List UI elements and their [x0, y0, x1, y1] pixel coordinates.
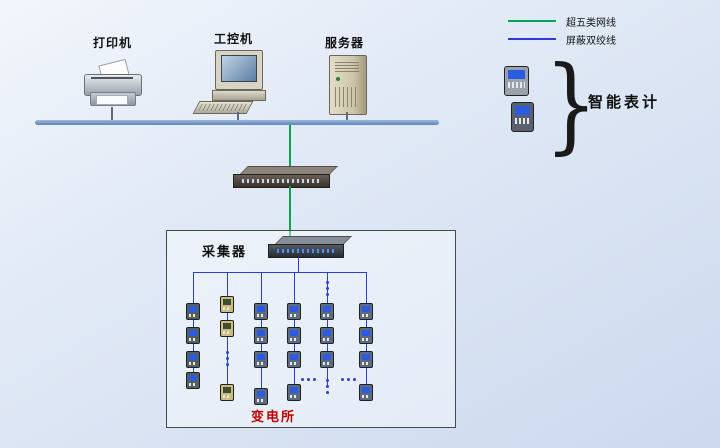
stp-label: 屏蔽双绞线 [566, 35, 616, 47]
ellipsis-dots [226, 351, 229, 354]
pc-case-icon [212, 90, 266, 101]
monitor-icon [215, 50, 263, 90]
meter-icon [254, 303, 268, 320]
printer-drop-line [111, 107, 113, 121]
meter-icon [287, 327, 301, 344]
meter-icon [186, 351, 200, 368]
ellipsis-dots [301, 378, 304, 381]
pc-drop-line [237, 112, 239, 121]
substation-label: 变电所 [251, 410, 297, 425]
industrial-pc-label: 工控机 [214, 32, 254, 46]
smart-meters-label: 智能表计 [588, 93, 661, 111]
legend: 超五类网线 屏蔽双绞线 [508, 12, 616, 48]
meter-icon [359, 384, 373, 401]
legend-row-stp: 屏蔽双绞线 [508, 30, 616, 48]
cat5e-label: 超五类网线 [566, 17, 616, 29]
smart-meter-icon-1 [504, 66, 529, 96]
meter-icon [320, 303, 334, 320]
meter-icon [359, 327, 373, 344]
ellipsis-dots [341, 378, 344, 381]
stp-line-sample [508, 38, 556, 40]
stp-feeder-line [298, 257, 299, 272]
meter-icon [186, 327, 200, 344]
cat5e-wire-lower [289, 186, 291, 237]
smart-meter-icon-2 [511, 102, 534, 132]
meter-icon [254, 351, 268, 368]
meter-icon [320, 351, 334, 368]
printer-icon [84, 58, 142, 110]
meter-icon [220, 296, 234, 313]
server-label: 服务器 [325, 36, 365, 50]
meter-icon [186, 303, 200, 320]
meter-icon [287, 384, 301, 401]
switch-icon [233, 166, 338, 188]
server-icon [329, 55, 367, 115]
server-drop-line [346, 112, 348, 121]
ellipsis-dots [326, 281, 329, 284]
meter-icon [254, 327, 268, 344]
brace-glyph: } [544, 43, 598, 165]
meter-icon [359, 351, 373, 368]
meter-icon [186, 372, 200, 389]
legend-row-cat5e: 超五类网线 [508, 12, 616, 30]
ethernet-bus-line [35, 120, 439, 125]
stp-header-line [193, 272, 367, 273]
meter-icon [359, 303, 373, 320]
meter-icon [287, 351, 301, 368]
keyboard-icon [192, 101, 254, 114]
substation-box [166, 230, 456, 428]
ellipsis-dots [326, 379, 329, 382]
meter-icon [254, 388, 268, 405]
collector-icon [268, 236, 352, 258]
meter-icon [220, 384, 234, 401]
cat5e-line-sample [508, 20, 556, 22]
collector-label: 采集器 [202, 245, 248, 260]
meter-icon [287, 303, 301, 320]
meter-icon [320, 327, 334, 344]
meter-icon [220, 320, 234, 337]
printer-label: 打印机 [93, 36, 133, 50]
cat5e-wire-upper [289, 125, 291, 166]
meter-branch-line [193, 272, 194, 381]
